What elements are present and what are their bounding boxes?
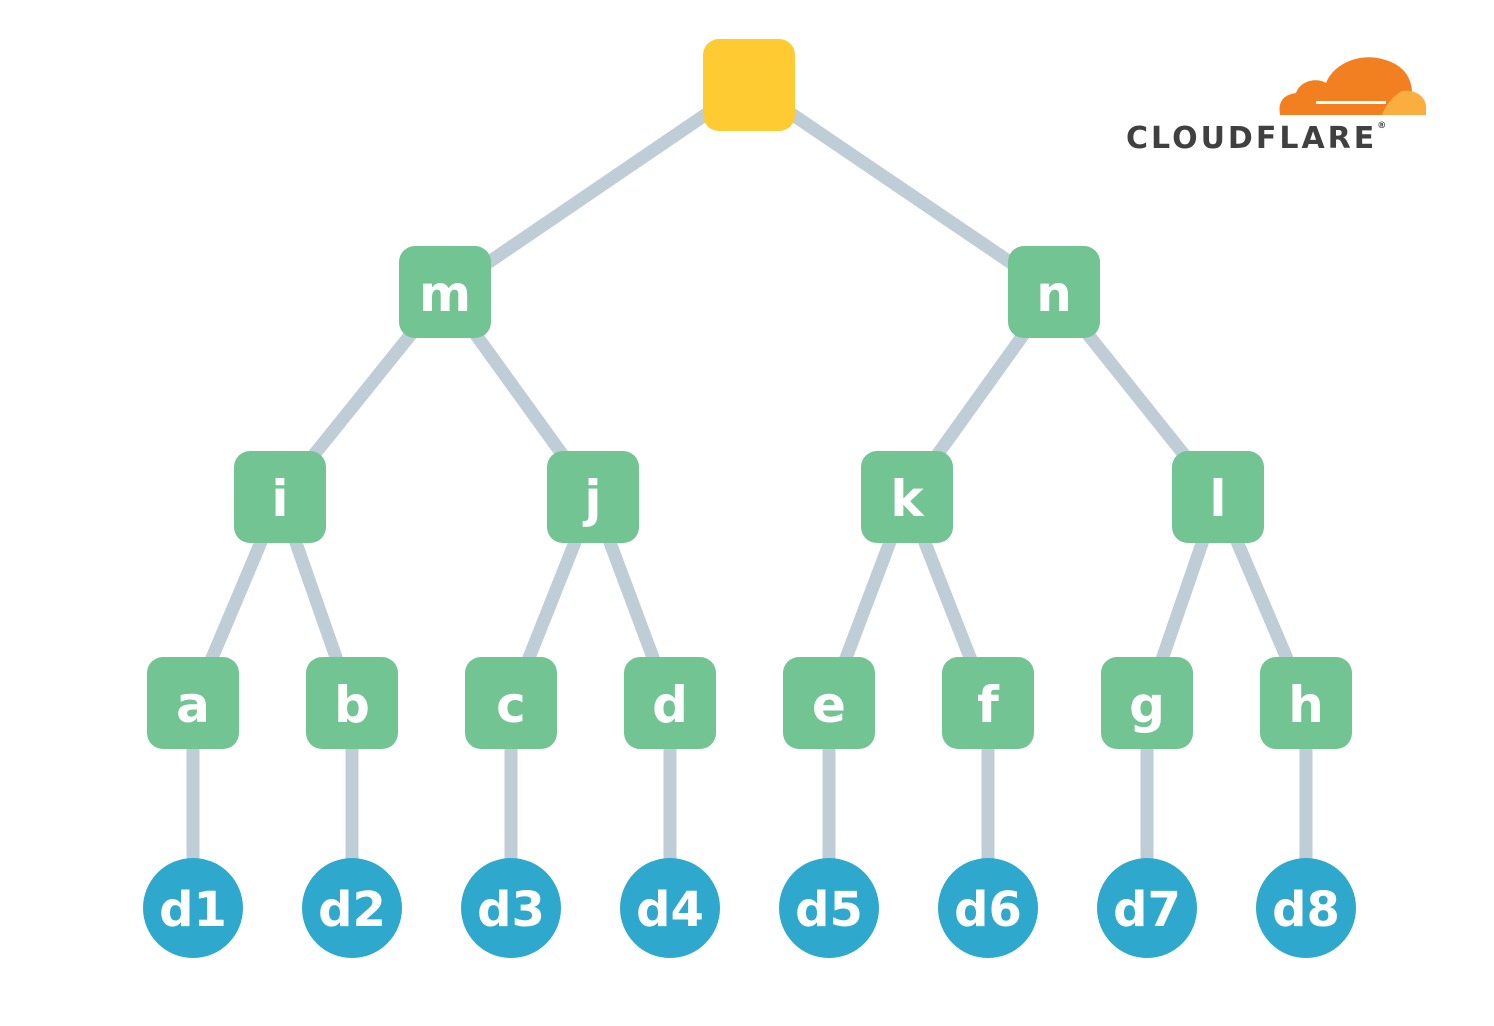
hash-node-i-label: i — [271, 470, 288, 528]
hash-node-g-box — [1101, 657, 1193, 749]
logo-text: CLOUDFLARE — [1126, 121, 1378, 156]
edges — [186, 79, 1313, 908]
hash-node-j: j — [547, 451, 639, 543]
hash-node-d-box — [624, 657, 716, 749]
hash-node-l-box — [1172, 451, 1264, 543]
hash-node-c-box — [465, 657, 557, 749]
data-leaf-d3-label: d3 — [477, 882, 545, 938]
root-node-box — [703, 39, 795, 131]
data-leaf-d1-circle — [143, 858, 243, 958]
data-leaf-d4: d4 — [620, 858, 720, 958]
hash-node-d-label: d — [652, 676, 688, 734]
hash-node-b-box — [306, 657, 398, 749]
hash-node-e-label: e — [812, 676, 846, 734]
hash-node-a-label: a — [176, 676, 210, 734]
hash-node-l-label: l — [1209, 470, 1226, 528]
data-leaf-d6-circle — [938, 858, 1038, 958]
data-leaf-d2: d2 — [302, 858, 402, 958]
data-leaf-d8-label: d8 — [1272, 882, 1340, 938]
data-leaf-d3: d3 — [461, 858, 561, 958]
edge-root-n — [745, 79, 1058, 298]
hash-node-l: l — [1172, 451, 1264, 543]
hash-node-a: a — [147, 657, 239, 749]
data-leaf-d8: d8 — [1256, 858, 1356, 958]
hash-node-g: g — [1101, 657, 1193, 749]
hash-node-k-box — [861, 451, 953, 543]
hash-node-m-box — [399, 246, 491, 338]
hash-node-h: h — [1260, 657, 1352, 749]
data-leaf-d4-label: d4 — [636, 882, 704, 938]
cloud-highlight-line — [1316, 101, 1386, 104]
hash-node-i-box — [234, 451, 326, 543]
hash-node-i: i — [234, 451, 326, 543]
data-leaf-d1-label: d1 — [159, 882, 227, 938]
data-leaf-d5-circle — [779, 858, 879, 958]
hash-node-b-label: b — [334, 676, 370, 734]
cloudflare-logo: CLOUDFLARE® — [1120, 45, 1440, 160]
hash-node-h-box — [1260, 657, 1352, 749]
data-leaf-d7: d7 — [1097, 858, 1197, 958]
hash-node-n-box — [1008, 246, 1100, 338]
data-leaf-d6: d6 — [938, 858, 1038, 958]
hash-node-j-label: j — [582, 470, 601, 528]
hash-node-f-box — [942, 657, 1034, 749]
hash-node-j-box — [547, 451, 639, 543]
hash-node-m-label: m — [419, 265, 471, 323]
hash-node-e: e — [783, 657, 875, 749]
registered-mark: ® — [1377, 121, 1387, 131]
data-leaf-d8-circle — [1256, 858, 1356, 958]
logo-wordmark: CLOUDFLARE® — [1126, 121, 1386, 156]
cloud-main-shape — [1279, 57, 1425, 115]
hash-node-f: f — [942, 657, 1034, 749]
edge-root-m — [441, 79, 753, 298]
hash-node-m: m — [399, 246, 491, 338]
data-leaf-d1: d1 — [143, 858, 243, 958]
cloud-secondary-shape — [1382, 90, 1426, 115]
data-leaf-d5-label: d5 — [795, 882, 863, 938]
data-leaf-d5: d5 — [779, 858, 879, 958]
hash-node-k-label: k — [890, 470, 925, 528]
hash-node-f-label: f — [977, 676, 1000, 734]
hash-node-d: d — [624, 657, 716, 749]
hash-node-c-label: c — [496, 676, 526, 734]
data-leaf-d2-label: d2 — [318, 882, 386, 938]
hash-node-n-label: n — [1036, 265, 1072, 323]
hash-node-g-label: g — [1129, 676, 1165, 734]
data-leaf-d7-circle — [1097, 858, 1197, 958]
hash-node-h-label: h — [1288, 676, 1324, 734]
hash-node-b: b — [306, 657, 398, 749]
data-leaf-d3-circle — [461, 858, 561, 958]
nodes: m n i j k l a b c d e f g h d1 d2 d3 d4 d5 d6 d7 d8 — [143, 39, 1356, 958]
hash-node-e-box — [783, 657, 875, 749]
hash-node-n: n — [1008, 246, 1100, 338]
hash-node-c: c — [465, 657, 557, 749]
root-node — [703, 39, 795, 131]
data-leaf-d7-label: d7 — [1113, 882, 1181, 938]
data-leaf-d6-label: d6 — [954, 882, 1022, 938]
hash-node-a-box — [147, 657, 239, 749]
cloud-icon — [1279, 57, 1426, 115]
data-leaf-d2-circle — [302, 858, 402, 958]
hash-node-k: k — [861, 451, 953, 543]
data-leaf-d4-circle — [620, 858, 720, 958]
